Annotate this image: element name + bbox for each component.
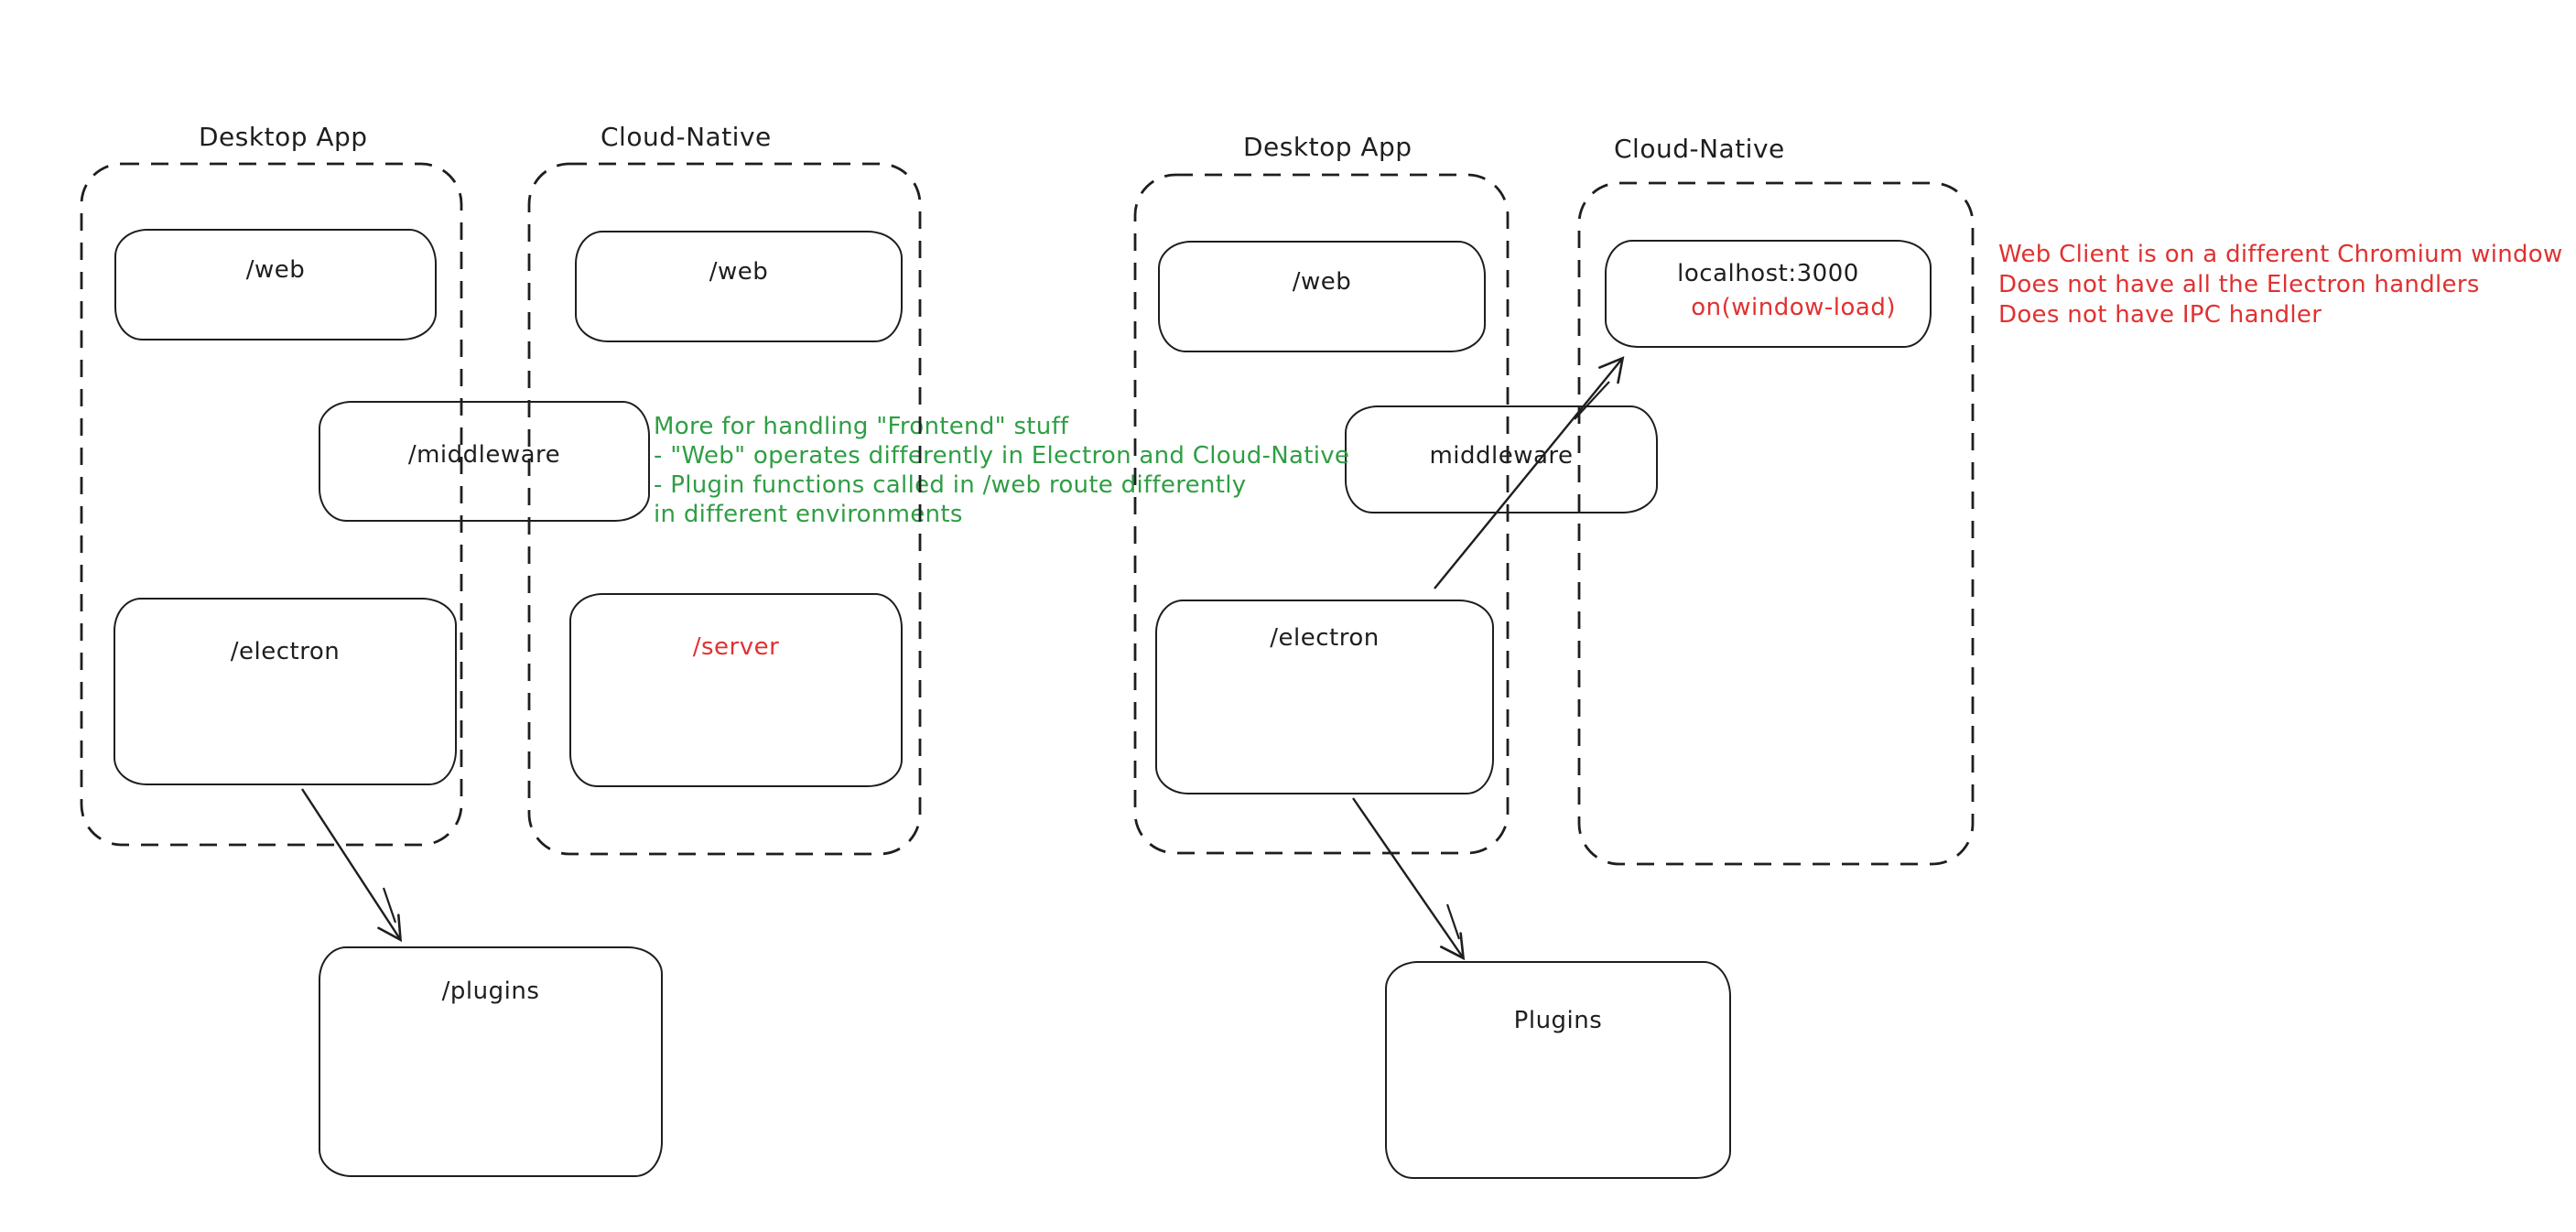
arrow-right-electron-to-plugins-stray-stroke bbox=[1445, 903, 1461, 940]
arrow-left-electron-to-plugins-stray-stroke bbox=[382, 887, 397, 924]
left-web-desktop-box-label: /web bbox=[245, 256, 306, 284]
right-cloud-native-label[interactable]: Cloud-Native bbox=[1614, 134, 1785, 164]
right-desktop-app-label[interactable]: Desktop App bbox=[1243, 132, 1412, 162]
left-web-cloud-box[interactable]: /web bbox=[575, 231, 903, 342]
green-note[interactable]: More for handling "Frontend" stuff - "We… bbox=[654, 412, 1349, 529]
left-desktop-app-label[interactable]: Desktop App bbox=[199, 122, 368, 152]
left-plugins-box-label: /plugins bbox=[441, 978, 540, 1005]
right-electron-box-label: /electron bbox=[1270, 624, 1380, 652]
red-note[interactable]: Web Client is on a different Chromium wi… bbox=[1998, 240, 2563, 330]
left-web-desktop-box[interactable]: /web bbox=[114, 229, 437, 340]
green-note-line-4: in different environments bbox=[654, 501, 963, 528]
right-middleware-box[interactable]: middleware bbox=[1345, 405, 1658, 513]
right-electron-box[interactable]: /electron bbox=[1155, 600, 1494, 794]
right-localhost-box[interactable]: localhost:3000 on(window-load) bbox=[1605, 240, 1932, 348]
left-middleware-box[interactable]: /middleware bbox=[319, 401, 650, 522]
left-electron-box-label: /electron bbox=[230, 638, 341, 665]
right-plugins-box[interactable]: Plugins bbox=[1385, 961, 1731, 1179]
right-window-load-label: on(window-load) bbox=[1691, 294, 1896, 321]
green-note-line-2: - "Web" operates differently in Electron… bbox=[654, 442, 1350, 470]
left-server-box[interactable]: /server bbox=[569, 593, 903, 787]
green-note-line-3: - Plugin functions called in /web route … bbox=[654, 471, 1247, 499]
red-note-line-1: Web Client is on a different Chromium wi… bbox=[1998, 241, 2563, 268]
right-web-box-label: /web bbox=[1292, 268, 1352, 296]
left-web-cloud-box-label: /web bbox=[709, 258, 769, 286]
arrow-left-electron-to-plugins[interactable] bbox=[300, 788, 403, 943]
arrow-right-electron-to-plugins[interactable] bbox=[1352, 797, 1466, 961]
left-electron-box[interactable]: /electron bbox=[114, 598, 457, 785]
red-note-line-2: Does not have all the Electron handlers bbox=[1998, 271, 2480, 298]
red-note-line-3: Does not have IPC handler bbox=[1998, 301, 2322, 329]
right-localhost-box-label: localhost:3000 bbox=[1677, 260, 1859, 287]
left-cloud-native-label[interactable]: Cloud-Native bbox=[601, 122, 772, 152]
left-server-box-label: /server bbox=[692, 633, 780, 661]
green-note-line-1: More for handling "Frontend" stuff bbox=[654, 413, 1069, 440]
right-web-box[interactable]: /web bbox=[1158, 241, 1486, 352]
right-plugins-box-label: Plugins bbox=[1513, 1007, 1603, 1034]
left-plugins-box[interactable]: /plugins bbox=[319, 946, 663, 1177]
right-middleware-box-label: middleware bbox=[1429, 442, 1574, 470]
left-middleware-box-label: /middleware bbox=[407, 441, 561, 469]
